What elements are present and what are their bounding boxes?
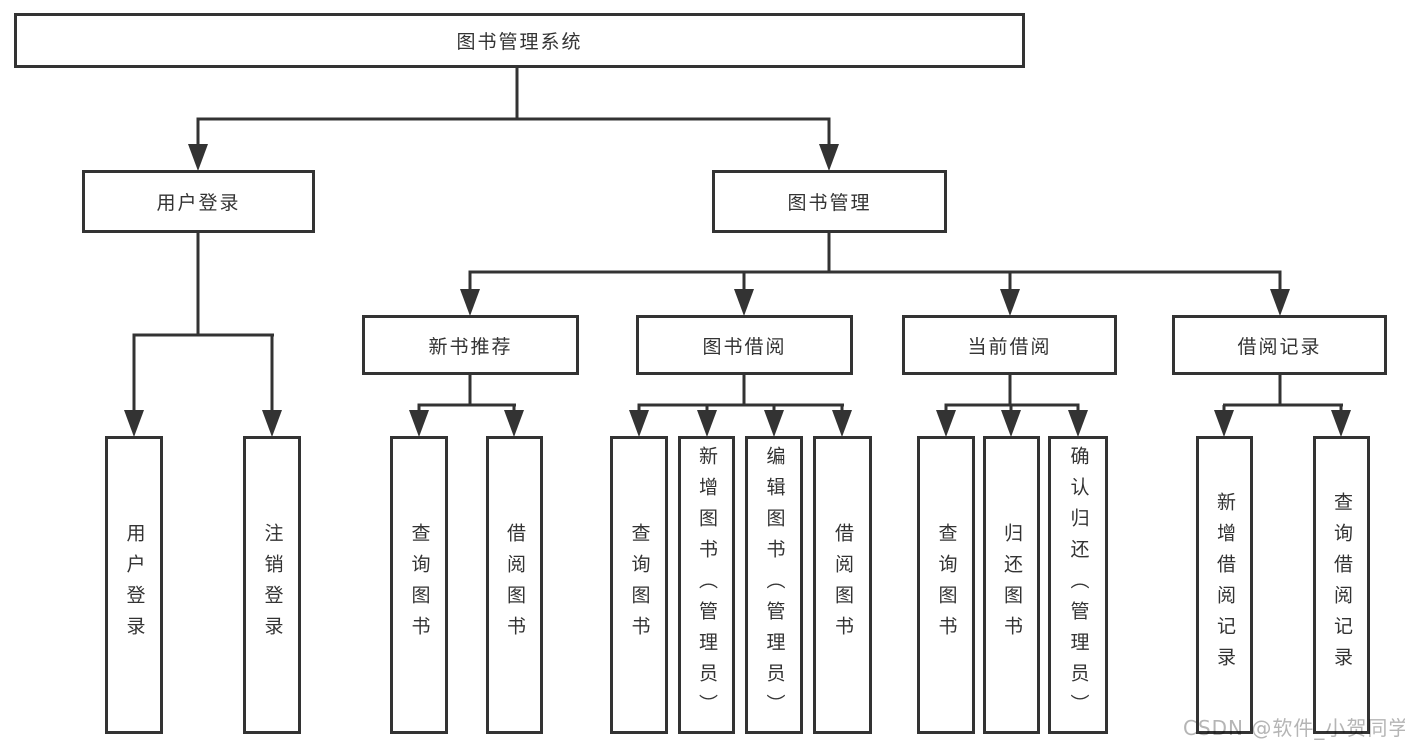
leaf-query-books-current: 查询图书 [917, 436, 975, 734]
node-user-login: 用户登录 [82, 170, 315, 233]
leaf-query-books-recommend: 查询图书 [390, 436, 448, 734]
leaf-user-login: 用户登录 [105, 436, 163, 734]
leaf-label: 借阅图书 [504, 523, 526, 647]
leaf-logout: 注销登录 [243, 436, 301, 734]
leaf-label: 查询图书 [935, 523, 958, 647]
leaf-add-borrow-record: 新增借阅记录 [1196, 436, 1253, 734]
node-root-system: 图书管理系统 [14, 13, 1025, 68]
node-label: 图书借阅 [702, 335, 787, 358]
leaf-label: 新增借阅记录 [1214, 492, 1236, 678]
leaf-label: 查询图书 [628, 523, 651, 647]
leaf-add-books-admin: 新增图书（管理员） [678, 436, 735, 734]
leaf-edit-books-admin: 编辑图书（管理员） [745, 436, 803, 734]
leaf-label: 确认归还（管理员） [1067, 445, 1090, 725]
leaf-label: 注销登录 [261, 523, 284, 647]
leaf-confirm-return-admin: 确认归还（管理员） [1048, 436, 1108, 734]
leaf-label: 查询图书 [408, 523, 431, 647]
node-book-borrowing: 图书借阅 [636, 315, 853, 375]
node-label: 当前借阅 [967, 335, 1052, 358]
node-new-book-recommend: 新书推荐 [362, 315, 579, 375]
node-label: 借阅记录 [1237, 335, 1322, 358]
node-borrowing-records: 借阅记录 [1172, 315, 1387, 375]
leaf-label: 归还图书 [1001, 523, 1023, 647]
node-label: 图书管理 [787, 192, 872, 214]
node-book-management: 图书管理 [712, 170, 947, 233]
watermark-text: CSDN @软件_小贺同学 [1183, 716, 1405, 740]
leaf-return-books: 归还图书 [983, 436, 1040, 734]
leaf-label: 新增图书（管理员） [696, 445, 718, 725]
leaf-label: 编辑图书（管理员） [763, 445, 786, 725]
leaf-query-borrow-record: 查询借阅记录 [1313, 436, 1370, 734]
node-label: 图书管理系统 [456, 31, 583, 53]
node-label: 用户登录 [156, 192, 241, 214]
leaf-label: 查询借阅记录 [1331, 492, 1353, 678]
leaf-label: 借阅图书 [832, 523, 854, 647]
leaf-borrow-books-borrowing: 借阅图书 [813, 436, 872, 734]
leaf-borrow-books-recommend: 借阅图书 [486, 436, 543, 734]
leaf-label: 用户登录 [123, 523, 146, 647]
node-label: 新书推荐 [428, 335, 513, 358]
node-current-borrowing: 当前借阅 [902, 315, 1117, 375]
leaf-query-books-borrowing: 查询图书 [610, 436, 668, 734]
